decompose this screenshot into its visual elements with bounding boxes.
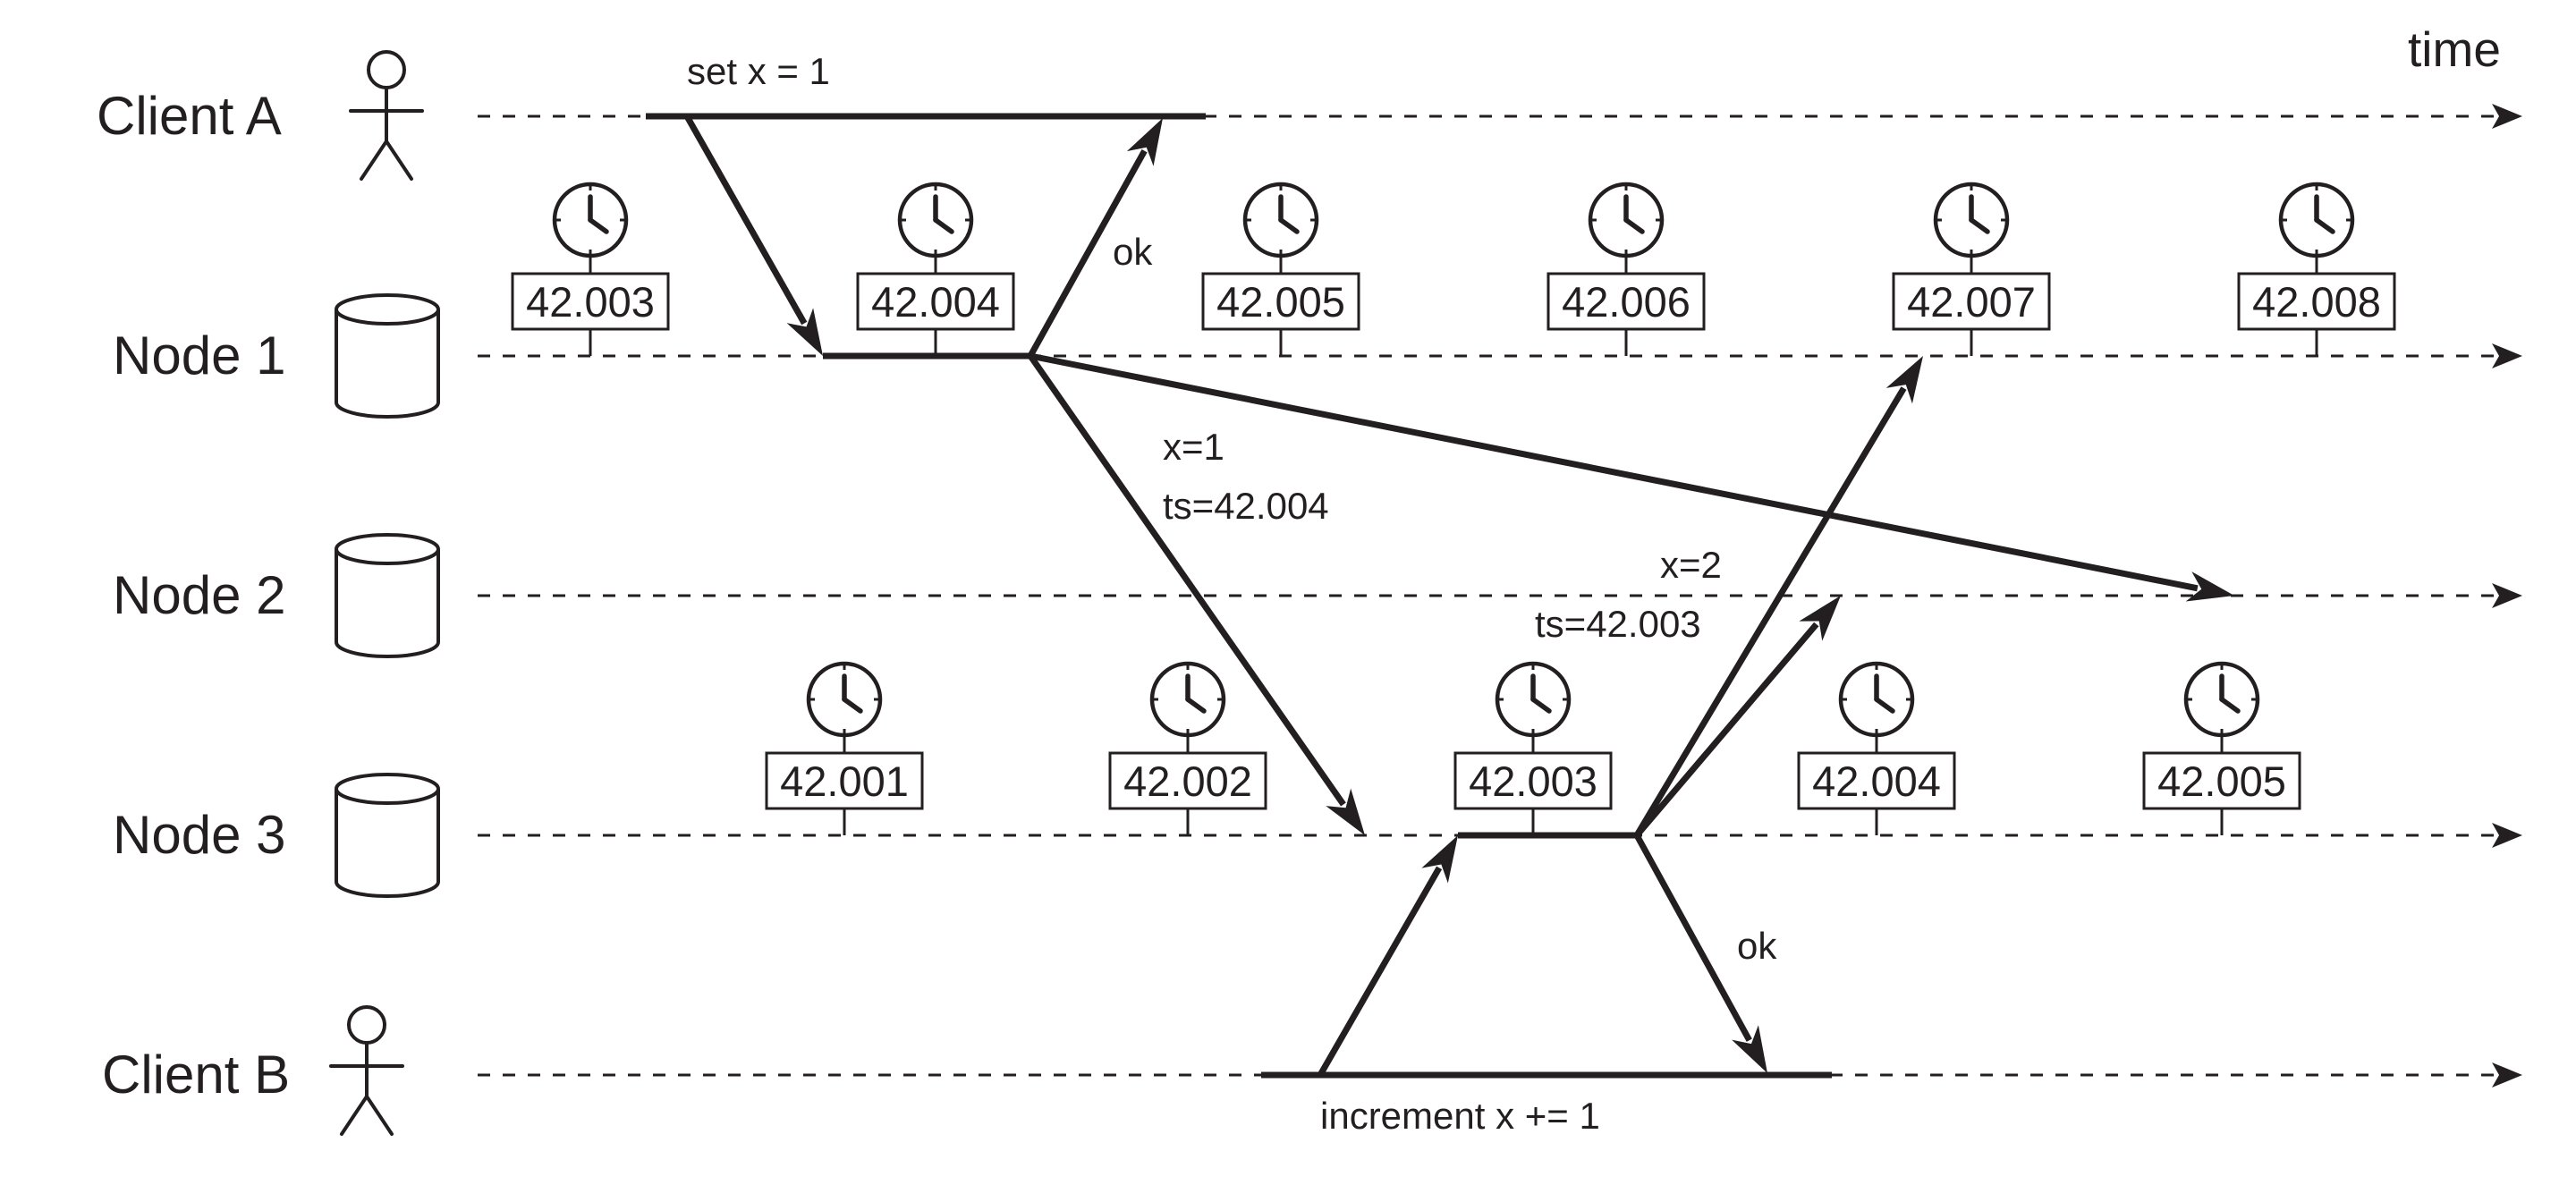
clock-node-1-2: 42.004: [856, 182, 1015, 356]
clock-icon: [2278, 182, 2355, 258]
message-label-increment-x: increment x += 1: [1320, 1095, 1600, 1137]
participant-label-node-1: Node 1: [113, 326, 285, 385]
participant-label-node-3: Node 3: [113, 805, 285, 865]
clock-icon: [2183, 661, 2260, 738]
clock-node-3-3: 42.003: [1453, 661, 1613, 835]
clock-node-1-1: 42.003: [511, 182, 670, 356]
clock-node-1-5: 42.007: [1892, 182, 2051, 356]
database-cylinder-icon: [335, 773, 440, 898]
message-label-x2: x=2: [1660, 544, 1722, 586]
clock-reading: 42.006: [1562, 278, 1690, 326]
clock-reading: 42.001: [780, 758, 909, 805]
clock-reading: 42.004: [1812, 758, 1941, 805]
clock-node-3-2: 42.002: [1108, 661, 1267, 835]
clock-reading: 42.004: [871, 278, 1000, 326]
arrow-node-1-to-node-3: [1028, 353, 1365, 835]
database-cylinder-icon: [335, 533, 440, 658]
time-axis-label: time: [2408, 21, 2501, 77]
clock-icon: [806, 661, 883, 738]
arrow-ok-to-client-a: [1027, 118, 1163, 358]
clock-icon: [897, 182, 974, 258]
message-label-ok-node-3: ok: [1737, 925, 1777, 967]
database-cylinder-icon: [335, 293, 440, 419]
clock-node-3-4: 42.004: [1797, 661, 1956, 835]
clock-reading: 42.005: [1216, 278, 1345, 326]
message-label-x1: x=1: [1163, 426, 1224, 468]
clock-reading: 42.008: [2252, 278, 2381, 326]
clock-reading: 42.002: [1123, 758, 1252, 805]
clock-reading: 42.003: [1469, 758, 1597, 805]
arrow-ok-to-client-b: [1633, 834, 1767, 1073]
arrow-set-to-node-1: [683, 114, 823, 356]
stick-figure-icon: [329, 1005, 404, 1136]
clock-icon: [552, 182, 629, 258]
participant-label-client-a: Client A: [97, 86, 282, 146]
clock-reading: 42.003: [526, 278, 655, 326]
timeline-node-2: [478, 583, 2522, 608]
stick-figure-icon: [349, 50, 424, 181]
message-label-ts-42003: ts=42.003: [1535, 603, 1701, 645]
clock-reading: 42.007: [1907, 278, 2036, 326]
arrow-node-3-to-node-2: [1634, 596, 1841, 838]
arrow-node-3-to-node-1: [1633, 356, 1923, 837]
clock-icon: [1242, 182, 1319, 258]
clock-icon: [1149, 661, 1226, 738]
message-label-ts-42004: ts=42.004: [1163, 485, 1329, 527]
message-label-set-x: set x = 1: [687, 50, 830, 92]
clock-node-1-3: 42.005: [1201, 182, 1360, 356]
clock-node-1-4: 42.006: [1546, 182, 1706, 356]
message-arrows: [683, 114, 2234, 1077]
participant-label-node-2: Node 2: [113, 565, 285, 625]
clock-icon: [1838, 661, 1915, 738]
clock-node-3-1: 42.001: [765, 661, 924, 835]
clock-icon: [1588, 182, 1665, 258]
clock-icon: [1495, 661, 1572, 738]
message-label-ok-node-1: ok: [1113, 231, 1153, 273]
arrow-client-b-to-node-3: [1317, 835, 1458, 1077]
clock-icon: [1933, 182, 2010, 258]
clock-node-3-5: 42.005: [2142, 661, 2301, 835]
timeline-node-1: [478, 343, 2522, 368]
clock-reading: 42.005: [2157, 758, 2286, 805]
clock-node-1-6: 42.008: [2237, 182, 2396, 356]
clocks: 42.003 42.004 42.005 42.006 42.007 42.008 42.0…: [511, 182, 2396, 835]
participant-label-client-b: Client B: [102, 1045, 290, 1105]
arrow-node-1-to-node-2: [1030, 352, 2234, 602]
